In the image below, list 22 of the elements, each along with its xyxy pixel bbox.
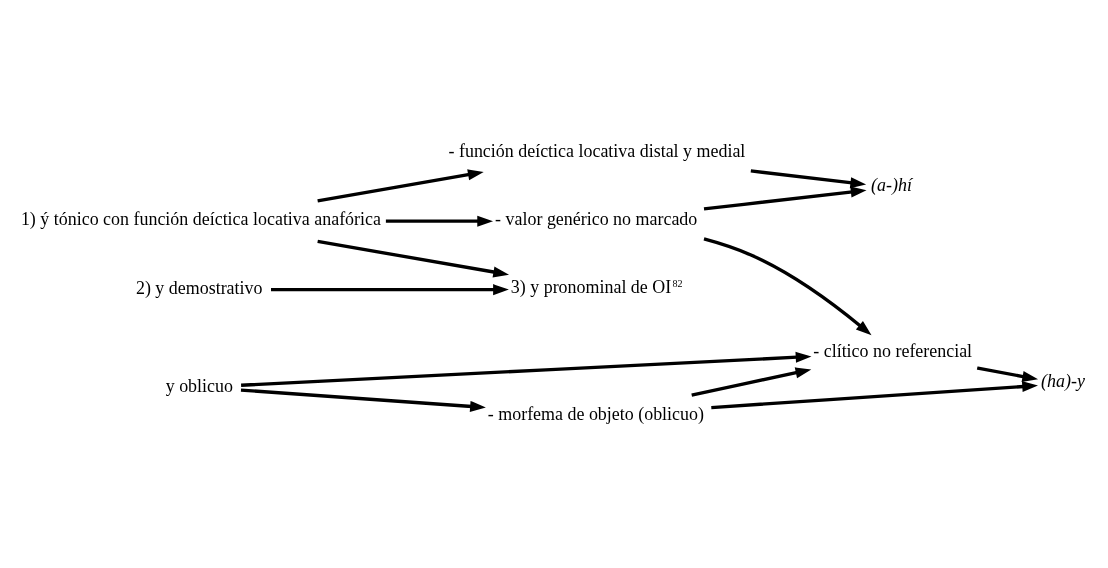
arrow <box>703 237 872 336</box>
node-text: - función deíctica locativa distal y medial <box>448 140 746 161</box>
arrow <box>976 366 1039 382</box>
node-text: - valor genérico no marcado <box>495 209 698 230</box>
arrow <box>317 239 510 278</box>
node-text: (a-)hí <box>871 174 912 195</box>
node-text: - morfema de objeto (oblicuo) <box>487 403 704 424</box>
arrow <box>750 169 867 189</box>
arrow <box>317 169 484 203</box>
arrow <box>711 381 1038 410</box>
arrow <box>385 215 494 227</box>
arrow <box>241 351 812 387</box>
node-text: (ha)-y <box>1041 371 1085 392</box>
node-text: 1) ý tónico con función deíctica locativa anafórica <box>20 209 381 230</box>
arrow <box>271 284 509 296</box>
node-text: 3) y pronominal de OI$^{82}$ <box>510 276 683 297</box>
node-text: 2) y demostrativo <box>135 277 263 298</box>
arrow <box>703 186 867 211</box>
arrow <box>691 367 812 397</box>
arrow <box>240 388 486 412</box>
node-text: - clítico no referencial <box>813 340 973 361</box>
node-text: y oblicuo <box>165 375 233 396</box>
